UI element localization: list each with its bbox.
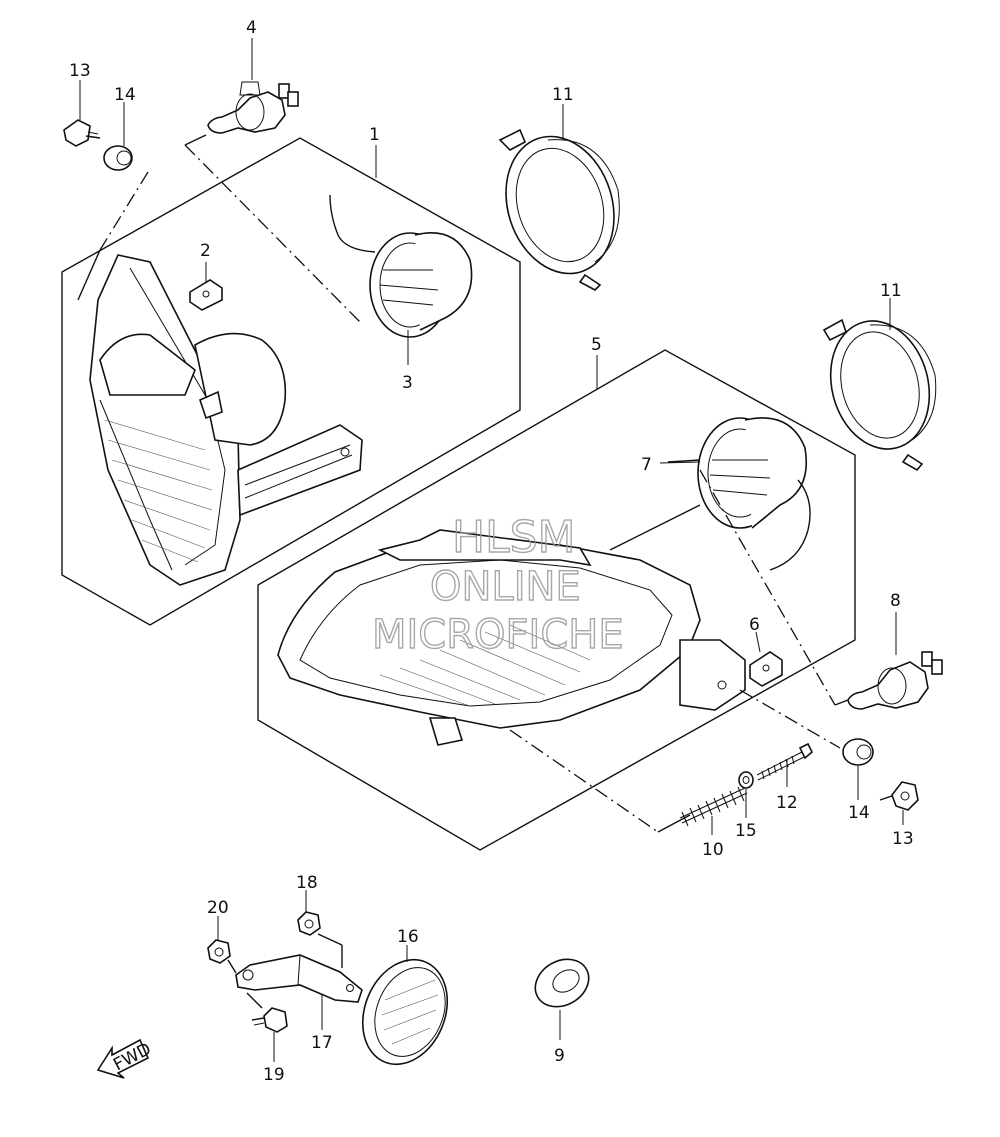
- bulb-4: [207, 81, 299, 134]
- washer-15: [738, 771, 754, 789]
- watermark-line-1: HLSM: [452, 512, 576, 563]
- nut-20: [207, 939, 231, 964]
- screw-13-left: [63, 119, 101, 147]
- headlight-assembly-5-frame: [257, 349, 856, 851]
- retaining-ring-11-right: [822, 318, 937, 472]
- bulb-8: [847, 651, 943, 710]
- spring-10: [679, 786, 748, 827]
- callout-6: 6: [749, 615, 760, 635]
- headlight-lens-right: [277, 529, 746, 746]
- watermark: HLSM ONLINE MICROFICHE: [371, 511, 624, 658]
- callout-7: 7: [641, 455, 652, 475]
- callout-15: 15: [735, 821, 757, 841]
- callout-18: 18: [296, 873, 318, 893]
- fwd-arrow-icon: FWD: [96, 1038, 155, 1079]
- callout-19: 19: [263, 1065, 285, 1085]
- clip-6: [749, 651, 783, 687]
- bulb-socket-7: [697, 417, 811, 571]
- screw-13-right: [879, 781, 919, 811]
- callout-8: 8: [890, 591, 901, 611]
- bolt-19: [251, 1007, 288, 1033]
- reflector-bracket-17: [235, 954, 363, 1003]
- callout-4: 4: [246, 18, 257, 38]
- headlight-assembly-1-frame: [61, 137, 521, 626]
- callout-13-left: 13: [69, 61, 91, 81]
- callout-16: 16: [397, 927, 419, 947]
- headlight-lens-left: [89, 254, 363, 586]
- callout-14-left: 14: [114, 85, 136, 105]
- callout-9: 9: [554, 1046, 565, 1066]
- callout-1: 1: [369, 125, 380, 145]
- callout-10: 10: [702, 840, 724, 860]
- callouts: 1 2 3 4 5 6 7 8 9 10 11 11 12 13 13 14 1…: [69, 18, 914, 1085]
- grommet-14-left: [103, 145, 133, 171]
- adjusting-screw-12: [756, 742, 813, 781]
- callout-12: 12: [776, 793, 798, 813]
- callout-5: 5: [591, 335, 602, 355]
- callout-20: 20: [207, 898, 229, 918]
- callout-14-right: 14: [848, 803, 870, 823]
- grommet-14-right: [842, 738, 874, 766]
- reflector-16: [361, 958, 449, 1066]
- callout-3: 3: [402, 373, 413, 393]
- callout-17: 17: [311, 1033, 333, 1053]
- leader-lines: [79, 38, 904, 1062]
- callout-11-top: 11: [552, 85, 574, 105]
- callout-2: 2: [200, 241, 211, 261]
- nut-18: [297, 911, 321, 936]
- watermark-line-2: ONLINE: [430, 564, 581, 610]
- clip-2: [189, 279, 223, 311]
- callout-13-right: 13: [892, 829, 914, 849]
- callout-11-right: 11: [880, 281, 902, 301]
- retaining-ring-11-top: [498, 128, 620, 291]
- grommet-9: [534, 958, 590, 1008]
- watermark-line-3: MICROFICHE: [372, 612, 624, 658]
- bulb-socket-3: [329, 194, 473, 338]
